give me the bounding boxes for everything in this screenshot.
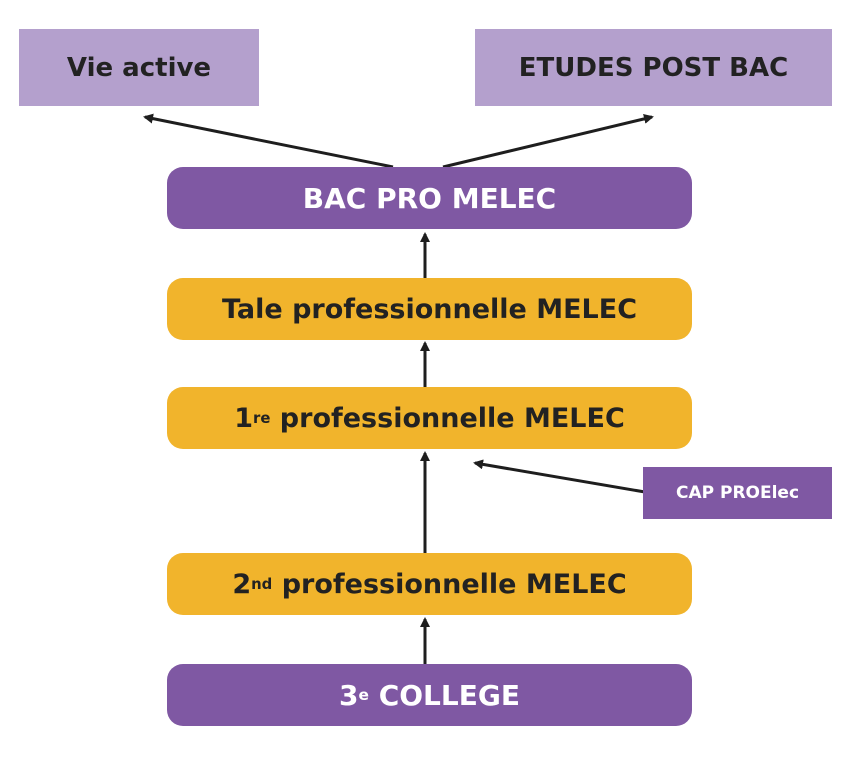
terminale-box: Tale professionnelle MELEC [167, 278, 692, 340]
seconde-prefix: 2 [232, 568, 252, 600]
cap-proelec-box: CAP PROElec [643, 467, 832, 519]
terminale-label: Tale professionnelle MELEC [221, 293, 638, 325]
arrow-bac-to-vie-active [143, 113, 394, 169]
premiere-label: professionnelle MELEC [270, 402, 625, 434]
seconde-label: professionnelle MELEC [272, 568, 627, 600]
arrow-cap-to-premiere [473, 459, 646, 494]
vie-active-box: Vie active [19, 29, 259, 106]
college-prefix: 3 [339, 678, 359, 712]
bac-pro-melec-box: BAC PRO MELEC [167, 167, 692, 229]
premiere-prefix: 1 [234, 402, 254, 434]
etudes-post-bac-label: ETUDES POST BAC [518, 52, 789, 83]
arrow-bac-to-etudes-post-bac [442, 113, 654, 169]
bac-pro-melec-label: BAC PRO MELEC [302, 181, 557, 215]
etudes-post-bac-box: ETUDES POST BAC [475, 29, 832, 106]
cap-proelec-label: CAP PROElec [675, 483, 800, 503]
vie-active-label: Vie active [66, 52, 212, 83]
college-label: COLLEGE [368, 678, 520, 712]
